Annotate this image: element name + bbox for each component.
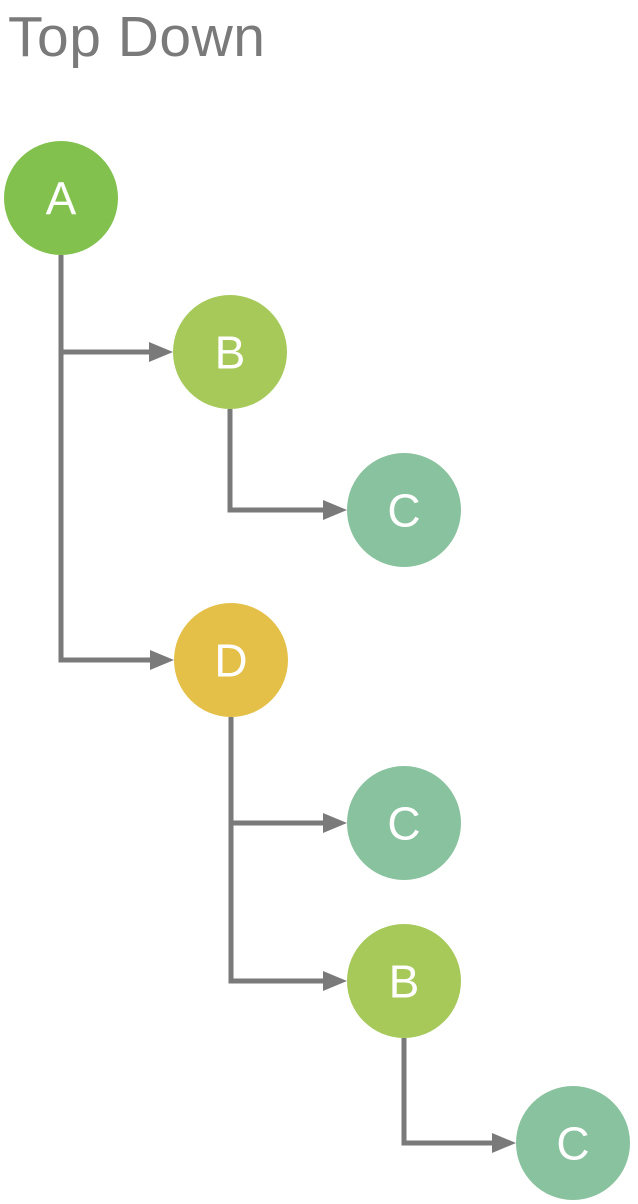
node-label-D: D <box>214 635 247 687</box>
page-title: Top Down <box>8 5 266 69</box>
node-C1: C <box>347 453 461 567</box>
node-circle-A <box>4 141 118 255</box>
arrowhead-icon-B1-C1 <box>323 500 347 520</box>
edge-D-C2 <box>228 717 325 826</box>
node-B2: B <box>347 924 461 1038</box>
edge-A-D <box>58 255 152 663</box>
node-label-B1: B <box>215 327 246 379</box>
node-circle-B2 <box>347 924 461 1038</box>
node-circle-C3 <box>516 1086 630 1200</box>
arrowhead-icon-D-B2 <box>323 971 347 991</box>
edge-A-B1 <box>58 255 151 355</box>
node-C3: C <box>516 1086 630 1200</box>
node-circle-D <box>174 603 288 717</box>
arrowhead-icon-D-C2 <box>323 813 347 833</box>
node-circle-C1 <box>347 453 461 567</box>
arrowhead-icon-A-B1 <box>149 342 173 362</box>
edge-B1-C1 <box>227 409 325 513</box>
edge-D-B2 <box>228 717 325 984</box>
node-label-B2: B <box>389 956 420 1008</box>
node-A: A <box>4 141 118 255</box>
node-circle-B1 <box>173 295 287 409</box>
node-label-C3: C <box>556 1118 589 1170</box>
node-D: D <box>174 603 288 717</box>
edge-B2-C3 <box>401 1038 494 1146</box>
node-label-C1: C <box>387 485 420 537</box>
node-B1: B <box>173 295 287 409</box>
arrowhead-icon-A-D <box>150 650 174 670</box>
node-label-A: A <box>46 173 77 225</box>
node-label-C2: C <box>387 798 420 850</box>
arrowhead-icon-B2-C3 <box>492 1133 516 1153</box>
node-C2: C <box>347 766 461 880</box>
node-circle-C2 <box>347 766 461 880</box>
